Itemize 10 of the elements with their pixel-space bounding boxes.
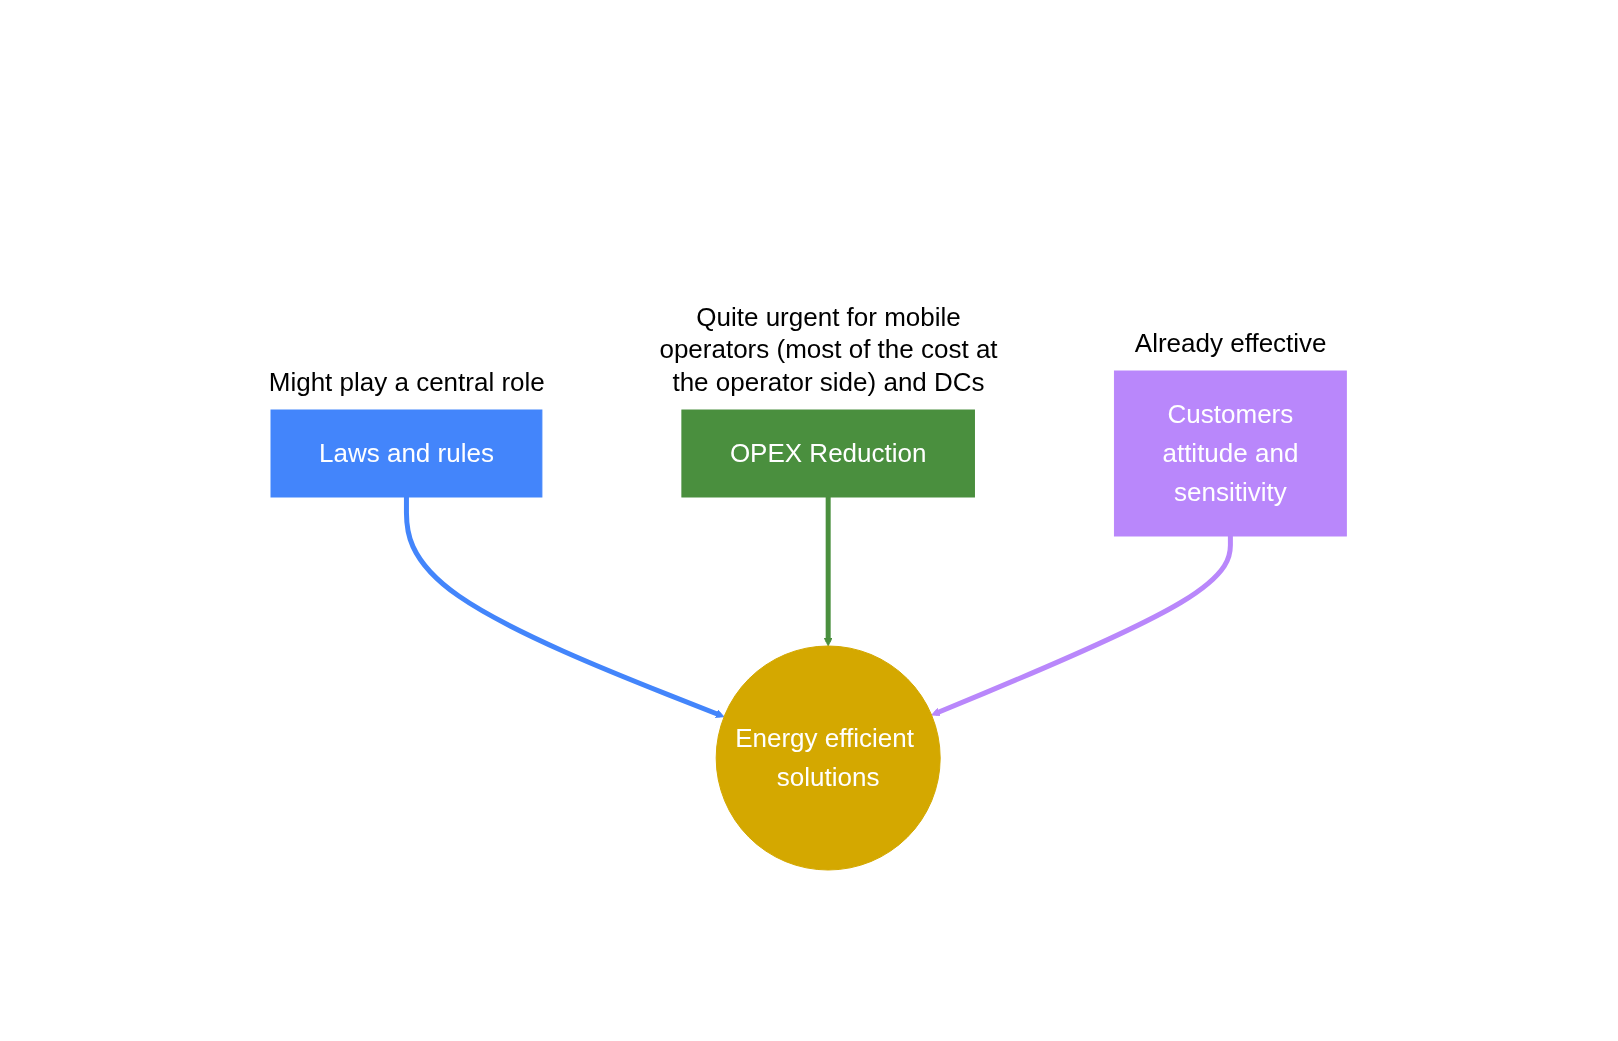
node-box: OPEX Reduction	[681, 409, 976, 498]
arrow	[404, 497, 725, 718]
note-text: Might play a central role	[267, 365, 546, 398]
arrow	[824, 497, 833, 647]
note-text: Already effective	[1133, 326, 1328, 359]
note-text: Quite urgent for mobile operators (most of the cost at the operator side) and DCs	[658, 300, 999, 398]
arrow	[931, 536, 1234, 717]
node-box: Laws and rules	[270, 409, 543, 498]
node-box: Customers attitude and sensitivity	[1114, 370, 1348, 537]
node-circle: Energy efficient solutions	[716, 645, 941, 871]
